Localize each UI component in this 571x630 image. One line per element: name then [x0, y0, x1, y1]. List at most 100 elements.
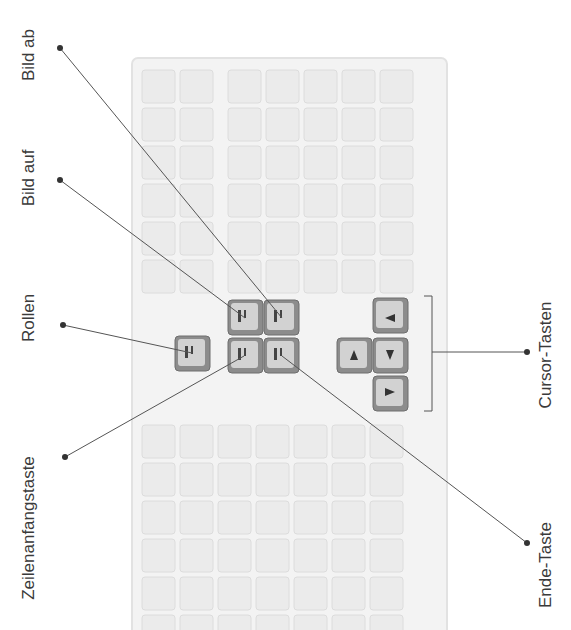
key: [373, 376, 408, 411]
faint-key: [142, 425, 175, 458]
faint-key: [256, 577, 289, 610]
callout-label: Bild auf: [20, 150, 37, 207]
faint-key: [256, 539, 289, 572]
faint-key: [180, 425, 213, 458]
faint-key: [380, 260, 413, 293]
faint-key: [256, 501, 289, 534]
key-top: [267, 341, 294, 368]
faint-key: [266, 260, 299, 293]
faint-key: [256, 425, 289, 458]
faint-key: [294, 577, 327, 610]
faint-key: [142, 615, 175, 630]
faint-key: [304, 184, 337, 217]
keyboard-body: [132, 58, 447, 630]
faint-key: [304, 108, 337, 141]
faint-key: [228, 146, 261, 179]
key-top: [231, 341, 258, 368]
callout-label: Rollen: [20, 294, 37, 342]
highlighted-keys: [175, 298, 408, 411]
faint-key: [218, 577, 251, 610]
faint-key: [380, 146, 413, 179]
key-top: [376, 341, 403, 368]
key-symbol: [244, 310, 246, 318]
faint-key: [380, 184, 413, 217]
faint-key: [180, 501, 213, 534]
faint-key: [180, 108, 213, 141]
key-cap: [373, 298, 408, 333]
faint-key: [332, 463, 365, 496]
faint-key: [228, 70, 261, 103]
faint-key: [266, 108, 299, 141]
faint-key: [304, 146, 337, 179]
faint-key: [294, 615, 327, 630]
faint-key: [266, 184, 299, 217]
faint-key: [294, 539, 327, 572]
callout-label: Bild ab: [20, 29, 37, 81]
faint-key: [180, 146, 213, 179]
leader-line: [282, 356, 527, 543]
key: [228, 300, 263, 335]
faint-key: [256, 463, 289, 496]
faint-key: [228, 184, 261, 217]
key: [228, 338, 263, 373]
faint-key: [332, 425, 365, 458]
callout-label: Zeilenanfangstaste: [20, 456, 37, 600]
faint-key: [180, 463, 213, 496]
faint-key: [370, 539, 403, 572]
faint-key: [370, 577, 403, 610]
faint-key: [342, 146, 375, 179]
faint-key: [142, 146, 175, 179]
faint-key: [180, 539, 213, 572]
callout-label: Ende-Taste: [537, 522, 554, 608]
key: [337, 338, 372, 373]
faint-key: [342, 184, 375, 217]
faint-key: [332, 501, 365, 534]
faint-key: [294, 463, 327, 496]
faint-key: [142, 539, 175, 572]
faint-key: [304, 222, 337, 255]
faint-key: [218, 539, 251, 572]
leader-line: [65, 356, 244, 457]
leader-line: [63, 325, 192, 353]
key-symbol: [274, 348, 277, 360]
faint-key: [332, 539, 365, 572]
faint-key: [180, 70, 213, 103]
key-top: [231, 303, 258, 330]
key-top: [376, 301, 403, 328]
faint-key: [266, 222, 299, 255]
faint-key: [294, 425, 327, 458]
key-cap: [373, 376, 408, 411]
bracket: [424, 296, 432, 411]
faint-key: [218, 501, 251, 534]
faint-key: [218, 425, 251, 458]
faint-key: [304, 260, 337, 293]
faint-key: [180, 577, 213, 610]
faint-key: [228, 260, 261, 293]
faint-key: [370, 615, 403, 630]
key: [264, 338, 299, 373]
faint-key: [180, 260, 213, 293]
faint-key: [380, 222, 413, 255]
faint-key: [266, 70, 299, 103]
key-cap: [175, 336, 210, 371]
faint-key: [142, 222, 175, 255]
key-top: [376, 379, 403, 406]
faint-key: [142, 108, 175, 141]
key-cap: [337, 338, 372, 373]
key-cap: [264, 338, 299, 373]
key: [373, 298, 408, 333]
leader-lines: [57, 45, 530, 546]
faint-key: [304, 70, 337, 103]
faint-key: [294, 501, 327, 534]
faint-key: [332, 615, 365, 630]
faint-key: [180, 222, 213, 255]
key-top: [340, 341, 367, 368]
faint-keys: [142, 70, 413, 630]
leader-line: [60, 180, 245, 318]
arrow-symbol: [350, 350, 358, 360]
faint-key: [342, 222, 375, 255]
key-cap: [373, 338, 408, 373]
